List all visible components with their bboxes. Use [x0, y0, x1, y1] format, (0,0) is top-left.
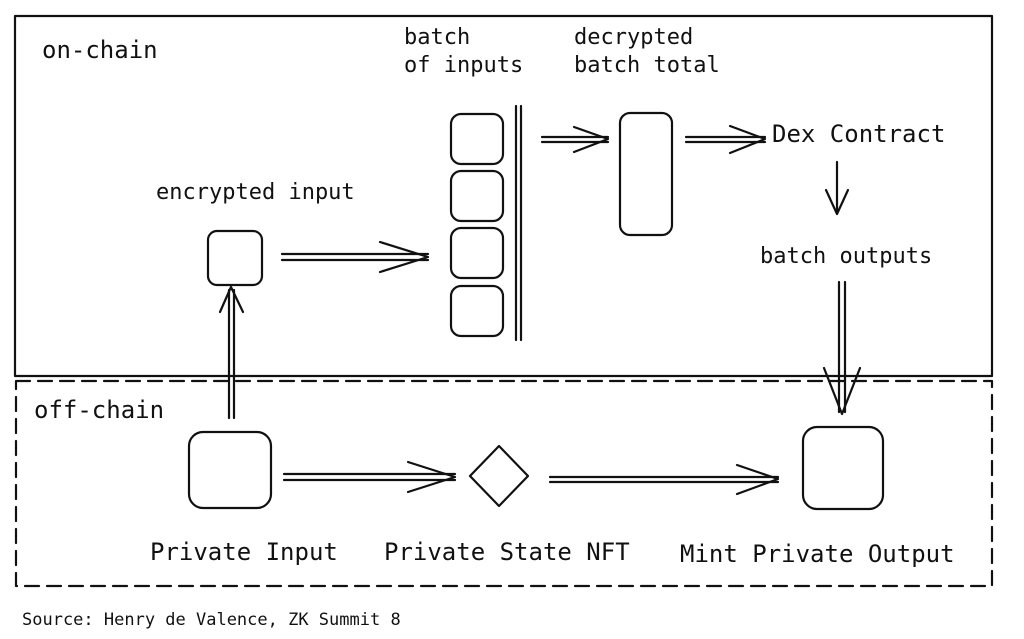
decrypted-total-label-line1: decrypted — [574, 25, 693, 50]
decrypted-total-label-line2: batch total — [574, 53, 720, 78]
batch-of-inputs-label-line1: batch — [404, 25, 470, 50]
private-state-nft-label: Private State NFT — [384, 538, 630, 566]
arrow-nft-to-mint — [548, 463, 780, 496]
arrow-encrypted-to-batch — [280, 240, 430, 274]
batch-input-box — [449, 284, 505, 338]
offchain-region — [14, 379, 994, 588]
onchain-region — [13, 14, 994, 378]
arrow-private-to-encrypted — [218, 285, 245, 420]
mint-private-output-label: Mint Private Output — [680, 540, 955, 568]
encrypted-input-label: encrypted input — [156, 180, 355, 205]
arrow-batch-outputs-to-mint — [822, 280, 862, 416]
encrypted-input-box — [206, 229, 264, 287]
batch-of-inputs-stack — [449, 104, 523, 342]
decrypted-total-box — [618, 111, 674, 237]
batch-input-box — [449, 226, 505, 280]
private-input-label: Private Input — [150, 538, 338, 566]
private-state-nft-diamond — [468, 444, 530, 508]
batch-of-inputs-label-line2: of inputs — [404, 53, 523, 78]
dex-contract-label: Dex Contract — [772, 120, 945, 148]
arrow-dex-to-batch-outputs — [824, 160, 850, 216]
arrow-decrypted-to-dex — [684, 124, 767, 155]
private-input-box — [187, 430, 273, 510]
batch-input-box — [449, 169, 505, 223]
arrow-private-to-nft — [282, 460, 457, 494]
onchain-label: on-chain — [42, 36, 158, 64]
source-caption: Source: Henry de Valence, ZK Summit 8 — [22, 610, 401, 630]
mint-private-output-box — [801, 425, 885, 511]
batch-input-box — [449, 112, 505, 166]
arrow-batch-to-decrypted — [540, 125, 610, 154]
batch-outputs-label: batch outputs — [760, 244, 932, 269]
offchain-label: off-chain — [34, 396, 164, 424]
